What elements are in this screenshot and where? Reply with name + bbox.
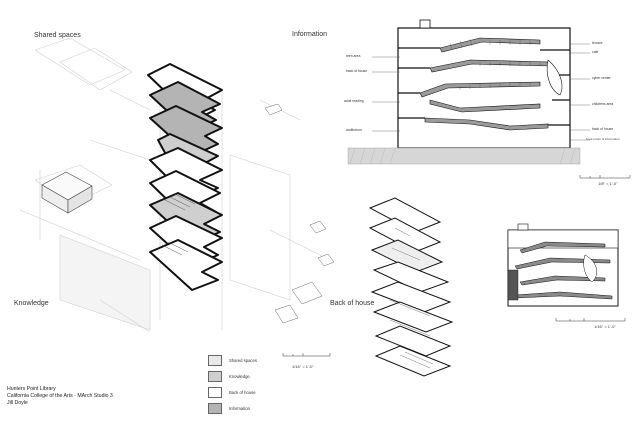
axon-plate-details bbox=[161, 193, 196, 256]
section-label-auditorium: auditorium bbox=[346, 128, 362, 132]
credits-author: Jill Doyle bbox=[7, 400, 28, 407]
credits-block: Hunters Point Library California College… bbox=[7, 386, 113, 408]
scale-label-main: 1/16" = 1'-0" bbox=[292, 364, 314, 369]
section-large-ground bbox=[347, 147, 581, 165]
section-small bbox=[507, 223, 619, 307]
section-label-teen-area: teen area bbox=[346, 54, 361, 58]
section-large-void bbox=[546, 59, 563, 96]
axon-floor-plates bbox=[147, 63, 223, 291]
legend-swatch-back-of-house bbox=[208, 386, 222, 398]
section-label-book-return: book return & information bbox=[586, 137, 620, 141]
axon-ghost-box bbox=[41, 171, 93, 214]
section-label-terrace: terrace bbox=[592, 41, 603, 45]
section-large-roof-box bbox=[419, 19, 431, 29]
legend-item: Shared spaces bbox=[208, 354, 257, 366]
exploded-plates-right-details bbox=[389, 227, 434, 369]
axon-ghost-lines bbox=[19, 37, 331, 333]
credits-school: California College of the Arts - MArch S… bbox=[7, 393, 113, 400]
credits-project: Hunters Point Library bbox=[7, 386, 56, 392]
section-large-stair-hatch bbox=[449, 38, 541, 90]
label-knowledge: Knowledge bbox=[14, 300, 49, 307]
label-information: Information bbox=[292, 31, 328, 38]
section-large bbox=[347, 19, 590, 165]
legend-swatch-shared bbox=[208, 354, 222, 366]
section-label-cyber-center: cyber center bbox=[592, 76, 611, 80]
axon-fragments bbox=[264, 103, 335, 324]
legend-swatch-information bbox=[208, 402, 222, 414]
scale-label-top: 1/8" = 1'-0" bbox=[598, 181, 618, 186]
section-label-back-of-house-left: back of house bbox=[346, 69, 368, 73]
section-large-ground-hatch bbox=[349, 147, 576, 165]
scale-label-small-section: 1/16" = 1'-0" bbox=[594, 324, 616, 329]
label-back-of-house: Back of house bbox=[330, 300, 375, 307]
legend-label: Back of house bbox=[229, 389, 256, 395]
section-large-slabs bbox=[398, 47, 570, 126]
section-label-cafe: cafe bbox=[592, 50, 599, 54]
label-shared-spaces: Shared spaces bbox=[34, 32, 81, 39]
section-large-leaders bbox=[372, 43, 590, 141]
exploded-axon-main bbox=[19, 37, 335, 333]
section-label-adult-reading: adult reading bbox=[344, 99, 364, 103]
exploded-plates-right bbox=[368, 197, 454, 377]
legend-item: Information bbox=[208, 402, 250, 414]
section-label-back-of-house-right: back of house bbox=[592, 127, 614, 131]
scale-bar-top bbox=[579, 175, 631, 179]
section-large-frame bbox=[397, 27, 571, 149]
section-label-childrens-area: childrens area bbox=[592, 102, 614, 106]
scale-bar-main bbox=[282, 353, 331, 357]
legend-label: Shared spaces bbox=[229, 357, 257, 363]
legend-swatch-knowledge bbox=[208, 370, 222, 382]
legend-label: Information bbox=[229, 405, 250, 411]
legend-label: Knowledge bbox=[229, 373, 250, 379]
scale-bar-bottom-right bbox=[555, 318, 626, 322]
section-small-core bbox=[507, 269, 519, 301]
legend-item: Back of house bbox=[208, 386, 256, 398]
legend-item: Knowledge bbox=[208, 370, 250, 382]
